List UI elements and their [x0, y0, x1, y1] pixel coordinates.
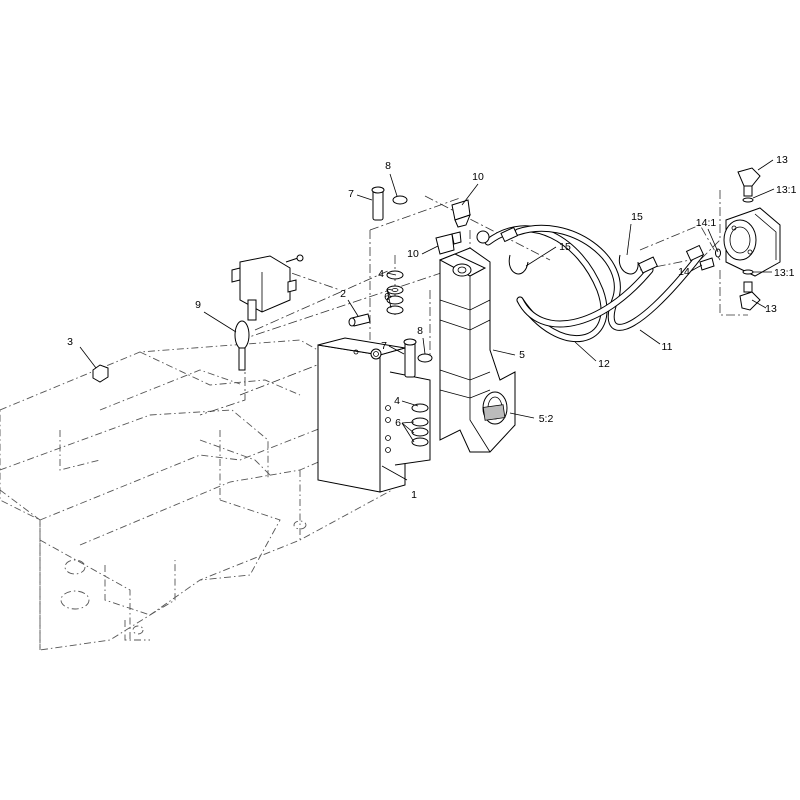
callout-7-lower: 7	[381, 340, 387, 352]
hitch-pin-upper	[371, 186, 408, 221]
callout-5: 5	[519, 349, 525, 361]
callout-13-upper: 13	[776, 154, 788, 166]
callout-10-lower: 10	[407, 248, 419, 260]
callout-10-upper: 10	[472, 171, 484, 183]
washer-stack-lower	[411, 403, 429, 447]
callout-13-1-upper: 13:1	[776, 184, 797, 196]
callout-2: 2	[340, 288, 346, 300]
lynch-pin	[234, 320, 250, 371]
callout-4-lower: 4	[394, 395, 400, 407]
callout-15-lower: 15	[559, 241, 571, 253]
callout-4-upper: 4	[378, 268, 384, 280]
callout-12: 12	[598, 358, 610, 370]
hitch-pin-lower	[403, 338, 433, 378]
callout-6-lower: 6	[395, 417, 401, 429]
callout-13-lower: 13	[765, 303, 777, 315]
callout-11: 11	[662, 341, 673, 353]
hydraulic-pump	[723, 207, 781, 277]
hydraulic-hoses	[484, 224, 705, 343]
callout-6-upper: 6	[384, 291, 390, 303]
callout-14: 14	[678, 266, 690, 278]
callout-14-1: 14:1	[696, 217, 717, 229]
hitch-bracket	[438, 247, 516, 453]
bolt	[348, 313, 371, 327]
callout-1: 1	[411, 489, 417, 501]
callout-5-2: 5:2	[539, 413, 554, 425]
callout-7-upper: 7	[348, 188, 354, 200]
elbow-fittings	[737, 167, 761, 311]
hose-clamps	[508, 254, 639, 275]
callout-8-lower: 8	[417, 325, 423, 337]
callout-labels: 1 2 3 4 4 5 5:2 6 6 7 7 8 8 9 10 10 11 1…	[67, 154, 797, 501]
callout-9: 9	[195, 299, 201, 311]
callout-8-upper: 8	[385, 160, 391, 172]
nut	[92, 364, 109, 383]
tractor-frame-phantom	[0, 339, 393, 651]
hose-fittings	[435, 199, 490, 255]
callout-15-upper: 15	[631, 211, 643, 223]
leader-lines	[79, 159, 775, 481]
pump-adapter	[699, 248, 721, 271]
mounting-plate	[317, 337, 431, 493]
hydraulic-valve	[231, 254, 304, 321]
callout-3: 3	[67, 336, 73, 348]
callout-13-1-lower: 13:1	[774, 267, 795, 279]
